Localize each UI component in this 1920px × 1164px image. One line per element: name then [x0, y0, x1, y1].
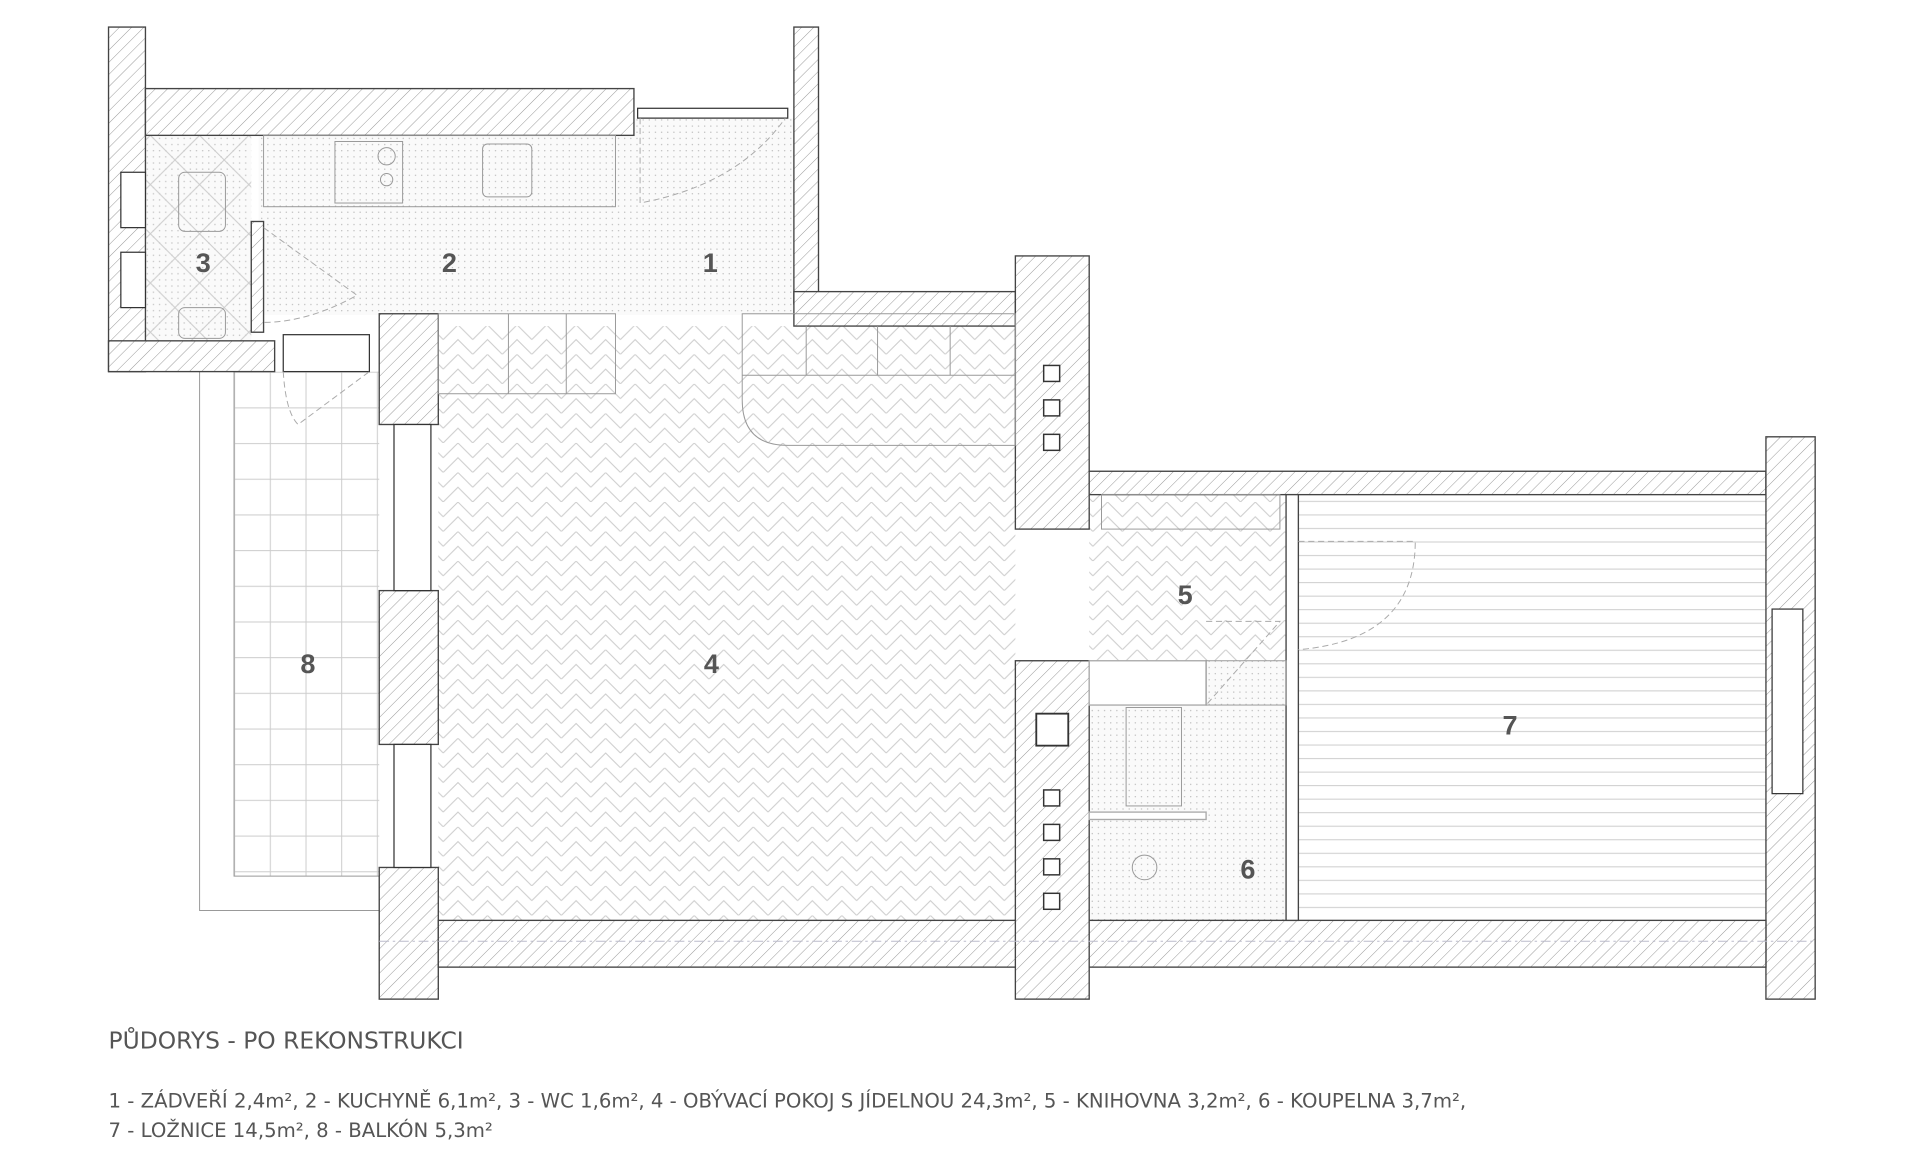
floor-library: [1089, 494, 1287, 661]
bathroom-cabinet: [1205, 660, 1287, 706]
floor-entrance: [633, 118, 794, 315]
room-number-1: 1: [703, 248, 718, 278]
legend-line-1: 1 - ZÁDVEŘÍ 2,4m², 2 - KUCHYNĚ 6,1m², 3 …: [109, 1089, 1467, 1112]
kitchen-counter: [263, 134, 616, 208]
balcony-door: [282, 334, 371, 373]
floor-bedroom: [1298, 494, 1766, 921]
floor-living: [438, 326, 1016, 921]
balcony-outline: [199, 371, 380, 912]
room-number-3: 3: [196, 248, 211, 278]
room-number-5: 5: [1178, 580, 1193, 610]
entrance-door-frame: [637, 107, 789, 119]
door-swing-wc: [263, 227, 359, 323]
floor-kitchen: [258, 135, 634, 315]
floor-balcony: [234, 371, 380, 877]
kitchen-sink: [482, 143, 533, 198]
legend-line-2: 7 - LOŽNICE 14,5m², 8 - BALKÓN 5,3m²: [109, 1118, 493, 1142]
window-wc-2: [120, 251, 147, 309]
door-swing-bedroom: [1298, 540, 1416, 651]
window-living-2: [393, 743, 432, 869]
floors: [145, 118, 1766, 921]
window-wc-1: [120, 171, 147, 229]
room-number-2: 2: [442, 248, 457, 278]
library-shelf: [1101, 494, 1281, 530]
floor-wc: [145, 135, 252, 341]
wc-sink: [178, 307, 226, 339]
shower: [1131, 854, 1158, 881]
windows: [120, 107, 1804, 869]
window-bedroom: [1771, 608, 1804, 795]
room-labels: 3 2 1 4 8 5 7 6: [196, 248, 1518, 885]
room-number-8: 8: [300, 649, 315, 679]
plan-title: PŮDORYS - PO REKONSTRUKCI: [109, 1025, 464, 1054]
room-number-6: 6: [1240, 855, 1255, 885]
living-cabinets: [437, 313, 616, 395]
room-number-4: 4: [704, 649, 719, 679]
cooktop: [334, 141, 404, 204]
door-swing-entrance: [639, 117, 786, 204]
room-number-7: 7: [1502, 711, 1517, 741]
furniture: [178, 134, 1287, 911]
window-living-1: [393, 423, 432, 592]
toilet-wc: [178, 171, 226, 232]
dining-bench: [741, 313, 1016, 446]
door-swing-bathroom: [1205, 620, 1282, 706]
bathroom-sink: [1125, 707, 1182, 807]
